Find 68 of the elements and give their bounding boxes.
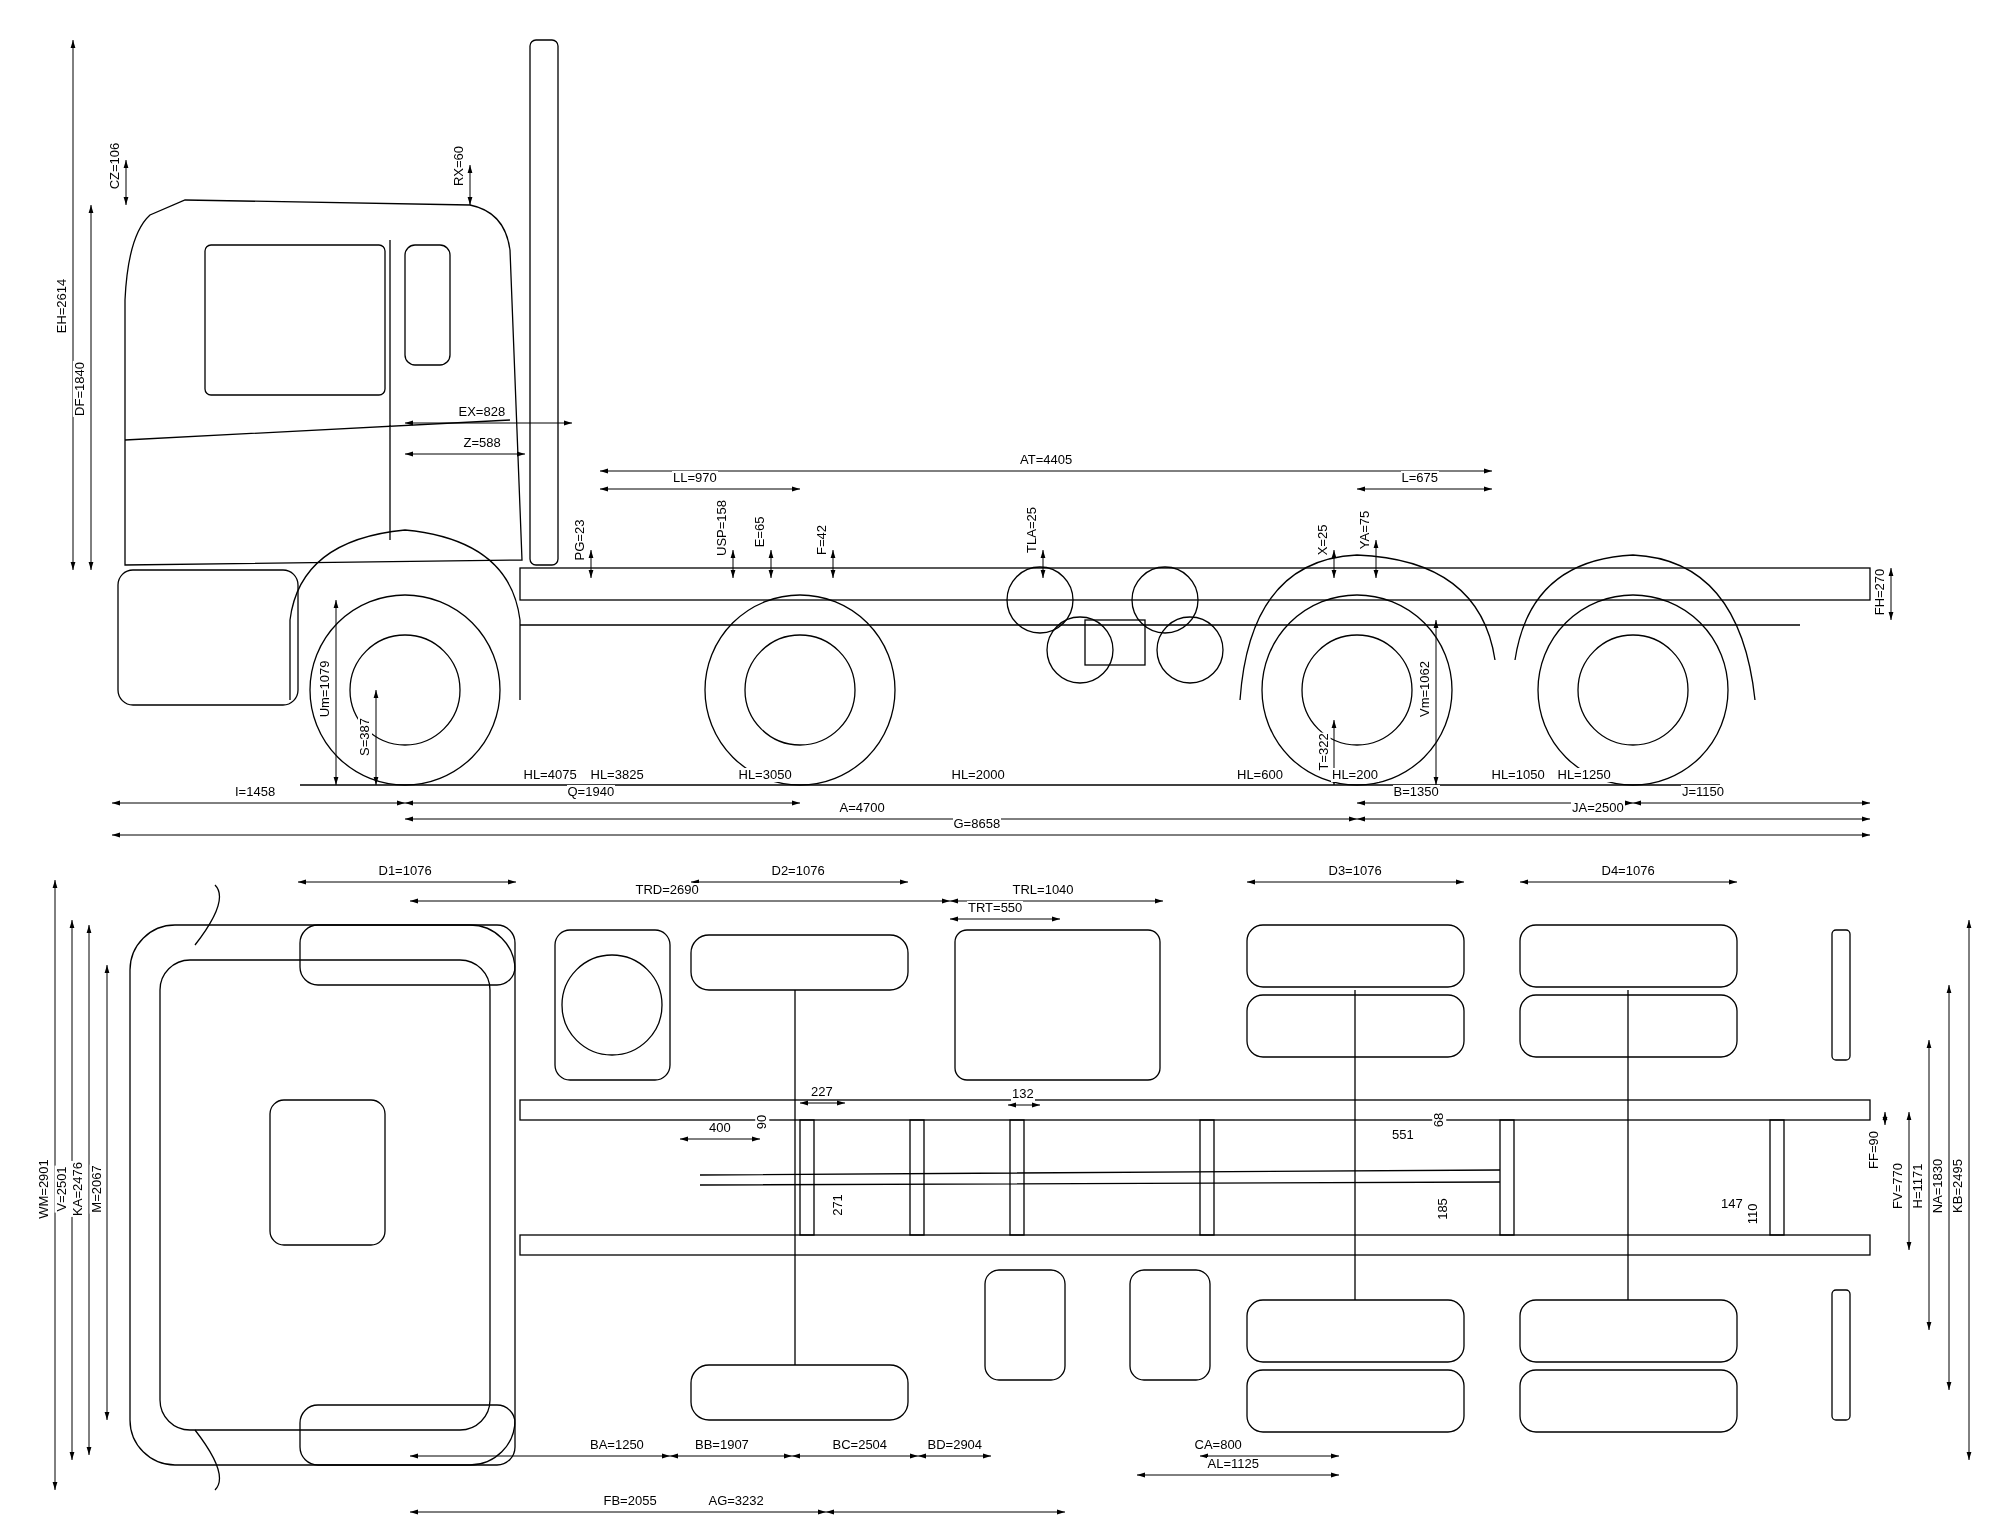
dimension-label: EH=2614 (54, 277, 69, 335)
dimension-label: TRT=550 (967, 901, 1024, 915)
dimension-label: H=1171 (1910, 1162, 1925, 1210)
dimension-label: HL=1050 (1490, 768, 1546, 782)
dimension-label: WM=2901 (36, 1158, 51, 1220)
dimension-label: J=1150 (1681, 785, 1726, 799)
dimension-label: 227 (810, 1085, 834, 1099)
dimension-label: 110 (1745, 1202, 1760, 1226)
dimension-label: TRL=1040 (1011, 883, 1075, 897)
dimension-label: Z=588 (462, 436, 502, 450)
dimension-label: M=2067 (89, 1164, 104, 1214)
dimension-label: USP=158 (715, 499, 729, 557)
dimension-label: BA=1250 (589, 1438, 645, 1452)
dimension-label: D1=1076 (377, 864, 433, 878)
dimension-label: KB=2495 (1950, 1158, 1965, 1214)
dimension-label: TRD=2690 (634, 883, 700, 897)
dimension-label: DF=1840 (72, 361, 87, 417)
dimension-label: X=25 (1315, 523, 1330, 557)
dimension-label: 147 (1720, 1197, 1744, 1211)
dimension-label: HL=2000 (950, 768, 1006, 782)
dimension-label: FV=770 (1890, 1162, 1905, 1210)
dimension-label: Q=1940 (566, 785, 616, 799)
dimension-label: KA=2476 (70, 1161, 85, 1217)
dimension-label: PG=23 (572, 518, 587, 562)
dimension-label: BB=1907 (694, 1438, 750, 1452)
dimension-label: Vm=1062 (1418, 660, 1432, 718)
dimension-label: BC=2504 (831, 1438, 889, 1452)
dimension-label: T=322 (1316, 732, 1331, 772)
dimension-label: G=8658 (952, 817, 1002, 831)
dimension-label: JA=2500 (1571, 801, 1625, 815)
dimension-label: CZ=106 (107, 141, 122, 191)
dimension-label: HL=1250 (1556, 768, 1612, 782)
dimension-label: F=42 (815, 524, 829, 556)
dimension-label: 90 (755, 1113, 770, 1131)
dimension-label: 271 (830, 1193, 845, 1217)
dimension-label: A=4700 (838, 801, 886, 815)
dimension-label: HL=200 (1331, 768, 1379, 782)
dimension-label: Um=1079 (317, 659, 332, 719)
dimension-label: I=1458 (234, 785, 277, 799)
dimension-label: NA=1830 (1930, 1157, 1945, 1215)
dimension-label: BD=2904 (926, 1438, 984, 1452)
dimension-label: 551 (1391, 1128, 1415, 1142)
dimension-label: LL=970 (672, 471, 718, 485)
dimension-label: 132 (1011, 1087, 1035, 1101)
dimension-label: FH=270 (1872, 567, 1887, 617)
dimension-label: E=65 (752, 515, 767, 549)
dimension-label: EX=828 (457, 405, 507, 419)
dimension-label: D2=1076 (770, 864, 826, 878)
dimension-label: HL=4075 (522, 768, 578, 782)
dimension-label: D3=1076 (1327, 864, 1383, 878)
dimension-label: AL=1125 (1206, 1457, 1260, 1471)
dimension-label: HL=600 (1236, 768, 1284, 782)
dimension-label: HL=3825 (589, 768, 645, 782)
dimension-label: HL=3050 (737, 768, 793, 782)
dimension-label: CA=800 (1193, 1438, 1243, 1452)
dimension-label: TLA=25 (1024, 506, 1039, 554)
dimension-label: FF=90 (1866, 1130, 1881, 1170)
dimension-label: V=2501 (54, 1165, 69, 1213)
dimension-label: 68 (1432, 1111, 1447, 1129)
dimension-label: AG=3232 (707, 1494, 765, 1508)
dimension-label: S=387 (358, 717, 372, 757)
dimension-label: D4=1076 (1600, 864, 1656, 878)
dimension-label: L=675 (1400, 471, 1439, 485)
dimension-label: 185 (1435, 1197, 1450, 1221)
dimension-label: B=1350 (1392, 785, 1440, 799)
dimension-label: 400 (708, 1121, 732, 1135)
dimension-label: FB=2055 (602, 1494, 658, 1508)
dimension-label: AT=4405 (1019, 453, 1074, 467)
